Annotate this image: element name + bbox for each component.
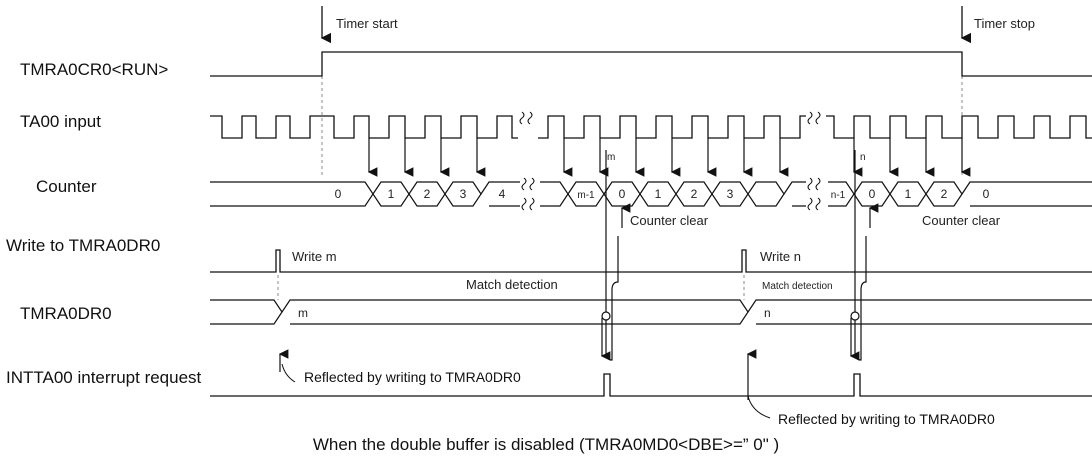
- signal-label-run: TMRA0CR0<RUN>: [20, 60, 169, 79]
- counter-value: 2: [941, 187, 948, 201]
- counter-bus: [210, 181, 1092, 207]
- match-detection-label-1: Match detection: [466, 277, 558, 292]
- signal-label-ta00-input: TA00 input: [20, 112, 101, 131]
- break-mark: [519, 111, 533, 125]
- run-waveform: [210, 51, 1092, 77]
- counter-value: 3: [460, 187, 467, 201]
- signal-label-intta00: INTTA00 interrupt request: [6, 368, 202, 387]
- match-detection-label-2: Match detection: [762, 281, 833, 292]
- write-n-label: Write n: [760, 249, 801, 264]
- counter-value: 0: [869, 187, 876, 201]
- write-waveform: [210, 249, 1092, 273]
- timer-start-label: Timer start: [336, 16, 398, 31]
- counter-value: 0: [983, 187, 990, 201]
- diagram-caption: When the double buffer is disabled (TMRA…: [312, 435, 780, 454]
- counter-value: 2: [691, 187, 698, 201]
- counter-clear-label-2: Counter clear: [922, 213, 1001, 228]
- reflected-curve-1: [281, 363, 296, 383]
- counter-value: 1: [905, 187, 912, 201]
- signal-label-write: Write to TMRA0DR0: [6, 236, 161, 255]
- register-value-n: n: [764, 306, 771, 320]
- tmra0dr0-bus: [210, 299, 1092, 325]
- counter-value: 0: [619, 187, 626, 201]
- break-mark: [807, 177, 821, 211]
- counter-clear-label-1: Counter clear: [630, 213, 709, 228]
- counter-value: m-1: [577, 190, 595, 201]
- reflected-curve-2: [747, 395, 771, 419]
- ta00-input-waveform: [210, 115, 1092, 139]
- timer-stop-label: Timer stop: [974, 16, 1035, 31]
- signal-label-counter: Counter: [36, 177, 97, 196]
- reflected-label-1: Reflected by writing to TMRA0DR0: [304, 369, 521, 385]
- counter-values: 0 1 2 3 4 m-1 0 1 2 3 n-1 0 1 2 0: [335, 187, 990, 201]
- match-n-mark: n: [860, 152, 866, 163]
- reflected-label-2: Reflected by writing to TMRA0DR0: [778, 411, 995, 427]
- intta00-waveform: [210, 373, 1092, 397]
- counter-value: 0: [335, 187, 342, 201]
- counter-value: 2: [424, 187, 431, 201]
- break-mark: [521, 177, 535, 211]
- break-mark: [807, 111, 821, 125]
- write-m-label: Write m: [292, 249, 337, 264]
- counter-value: 3: [727, 187, 734, 201]
- clock-edge-arrows: [367, 138, 971, 177]
- counter-value: 4: [499, 187, 506, 201]
- signal-label-tmra0dr0: TMRA0DR0: [20, 304, 112, 323]
- counter-value: n-1: [831, 190, 846, 201]
- register-value-m: m: [298, 306, 308, 320]
- match-m-mark: m: [607, 152, 615, 163]
- counter-value: 1: [655, 187, 662, 201]
- counter-value: 1: [388, 187, 395, 201]
